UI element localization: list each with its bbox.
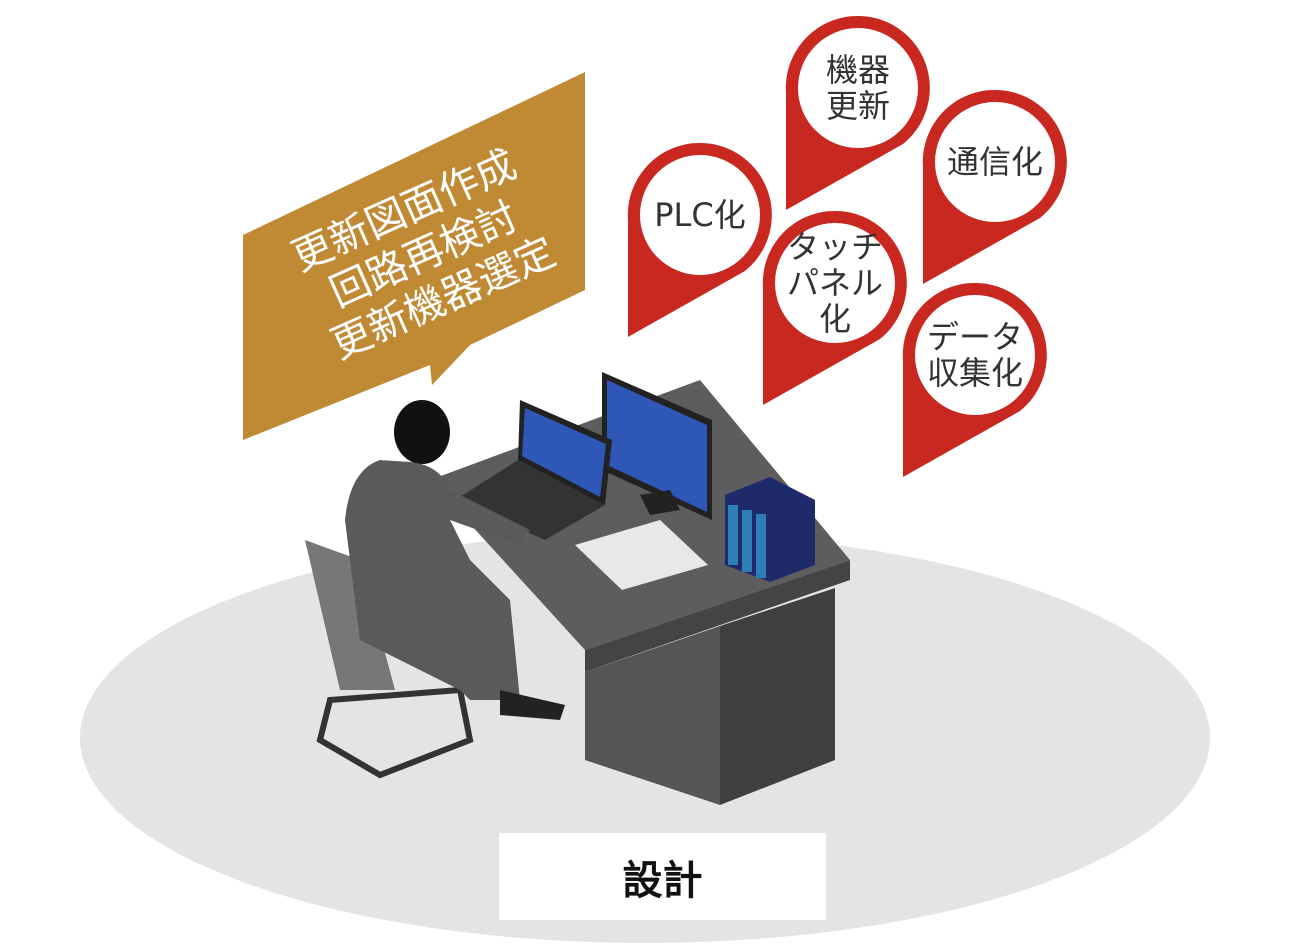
pin-label-touch: タッチパネル化 [775, 229, 895, 337]
pin-label-line: 通信化 [946, 143, 1043, 181]
pin-label-data: データ収集化 [915, 319, 1035, 391]
binders [725, 477, 815, 582]
pin-label-line: タッチ [786, 228, 883, 266]
section-label: 設計 [499, 833, 826, 920]
pin-label-line: データ [926, 318, 1023, 356]
pin-label-kiki: 機器更新 [798, 52, 918, 124]
chair [305, 540, 474, 779]
pin-kiki [785, 15, 930, 210]
person [345, 400, 565, 720]
pin-label-line: パネル化 [786, 264, 883, 338]
pin-label-line: PLC化 [654, 196, 746, 234]
pin-touch [762, 210, 907, 405]
pin-data [902, 282, 1047, 477]
pin-label-line: 更新 [825, 87, 890, 125]
pin-label-line: 収集化 [926, 354, 1023, 392]
monitor [602, 372, 712, 520]
pin-label-tsushin: 通信化 [935, 144, 1055, 180]
pin-label-line: 機器 [825, 51, 890, 89]
laptop [455, 400, 612, 540]
pin-label-plc: PLC化 [640, 197, 760, 233]
speech-bubble [243, 72, 585, 440]
pin-tsushin [922, 89, 1067, 284]
pin-plc [627, 142, 772, 337]
pins-layer [627, 15, 1067, 477]
